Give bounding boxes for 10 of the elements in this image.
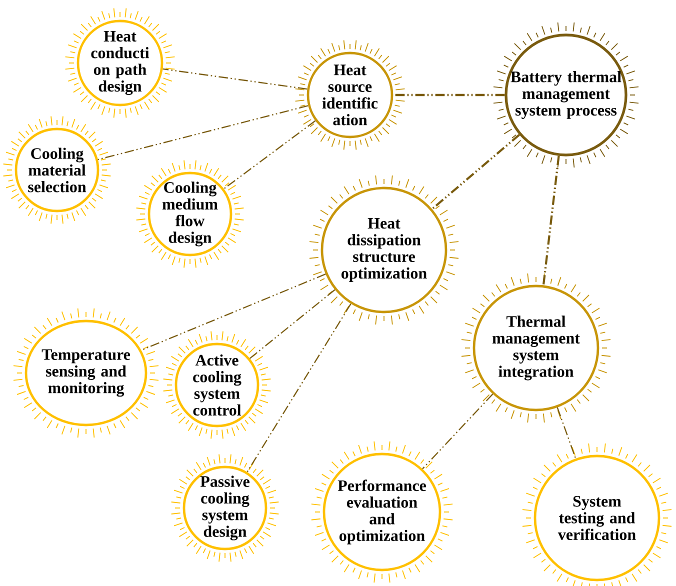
- connector-line: [246, 303, 352, 472]
- connector-line: [542, 156, 560, 286]
- connector-line: [556, 407, 576, 459]
- connector-line: [393, 94, 505, 96]
- connector-line: [162, 68, 308, 90]
- connector-line: [249, 289, 336, 359]
- connector-line: [431, 134, 520, 210]
- connector-line: [224, 120, 316, 190]
- connector-line: [98, 105, 308, 160]
- connector-line: [141, 274, 326, 351]
